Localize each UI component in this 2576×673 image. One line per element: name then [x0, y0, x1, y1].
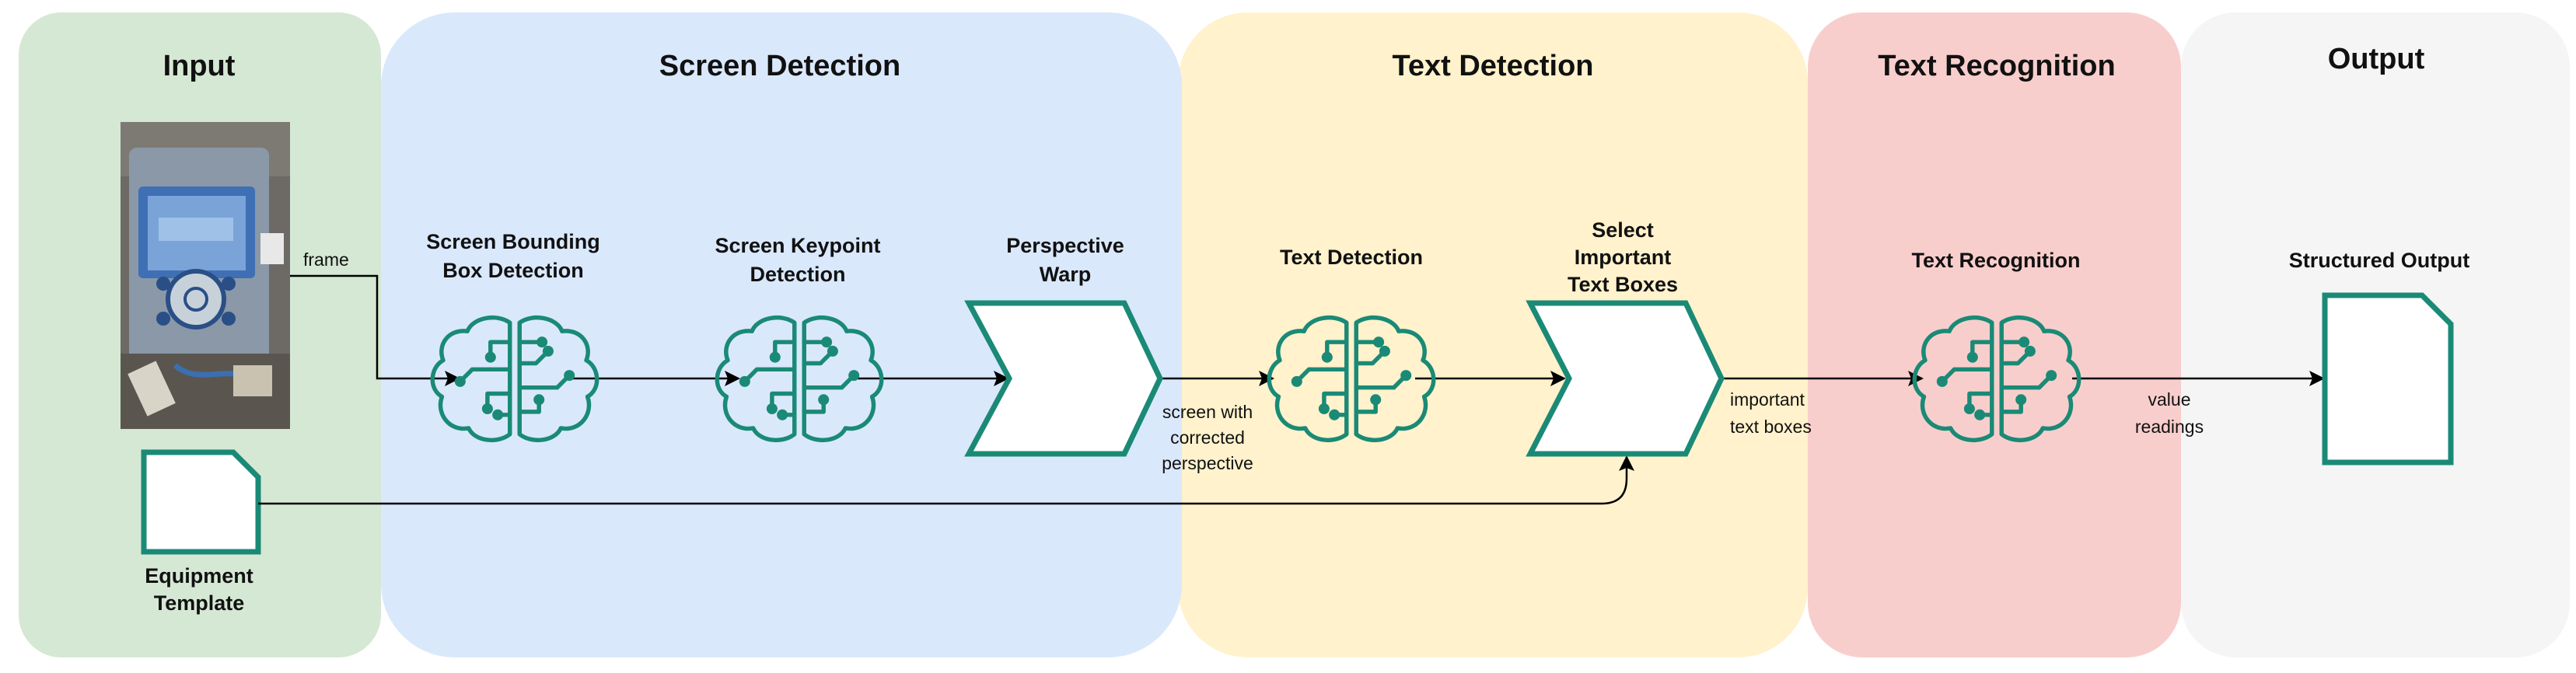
- select-boxes-label-line2: Important: [1575, 246, 1672, 269]
- edge-readings-label-line2: readings: [2135, 417, 2204, 437]
- edge-frame-to-bbox: [290, 274, 460, 386]
- equipment-template-label-line2: Template: [154, 591, 245, 615]
- stage-panel-screen-detection: [381, 12, 1182, 657]
- edge-frame-label: frame: [303, 249, 349, 270]
- bbox-detection-label-line1: Screen Bounding: [426, 230, 600, 253]
- select-boxes-label-line1: Select: [1592, 218, 1654, 242]
- stage-title-input: Input: [163, 50, 236, 82]
- stage-panel-text-detection: [1178, 12, 1808, 657]
- edge-corrected-label-line2: corrected: [1170, 427, 1245, 448]
- edge-readings-label-line1: value: [2148, 389, 2191, 410]
- keypoint-detection-label-line2: Detection: [750, 263, 845, 286]
- structured-output-label: Structured Output: [2289, 249, 2469, 272]
- input-frame-photo: [121, 122, 290, 429]
- edge-important-label-line2: text boxes: [1730, 417, 1812, 437]
- bbox-detection-node: Screen Bounding Box Detection: [426, 230, 600, 440]
- bbox-detection-label-line2: Box Detection: [442, 259, 584, 282]
- equipment-template-node: Equipment Template: [141, 449, 261, 615]
- keypoint-detection-node: Screen Keypoint Detection: [715, 234, 881, 440]
- perspective-warp-label-line2: Warp: [1040, 263, 1092, 286]
- equipment-template-label-line1: Equipment: [145, 564, 253, 588]
- chevron-process-icon: [1526, 300, 1725, 457]
- stage-title-text-detection: Text Detection: [1392, 50, 1593, 82]
- keypoint-detection-label-line1: Screen Keypoint: [715, 234, 880, 257]
- edge-corrected-label-line1: screen with: [1162, 402, 1253, 422]
- select-boxes-label-line3: Text Boxes: [1568, 273, 1678, 296]
- stage-panel-text-recognition: [1808, 12, 2181, 657]
- perspective-warp-node: Perspective Warp: [964, 234, 1163, 457]
- perspective-warp-label-line1: Perspective: [1006, 234, 1124, 257]
- stage-title-output: Output: [2328, 43, 2425, 75]
- stage-title-screen-detection: Screen Detection: [659, 50, 900, 82]
- chevron-process-icon: [964, 300, 1163, 457]
- stage-title-text-recognition: Text Recognition: [1878, 50, 2115, 82]
- document-icon: [141, 449, 261, 555]
- text-recognition-label: Text Recognition: [1911, 249, 2080, 272]
- structured-output-node: Structured Output: [2289, 249, 2469, 466]
- text-recognition-node: Text Recognition: [1911, 249, 2080, 440]
- text-detection-label: Text Detection: [1280, 246, 1423, 269]
- edge-corrected-label-line3: perspective: [1162, 453, 1253, 473]
- edge-important-label-line1: important: [1730, 389, 1805, 410]
- select-boxes-node: Select Important Text Boxes: [1526, 218, 1725, 457]
- document-icon: [2322, 292, 2454, 466]
- text-detection-node: Text Detection: [1269, 246, 1433, 440]
- edge-template-to-select: [258, 455, 1634, 505]
